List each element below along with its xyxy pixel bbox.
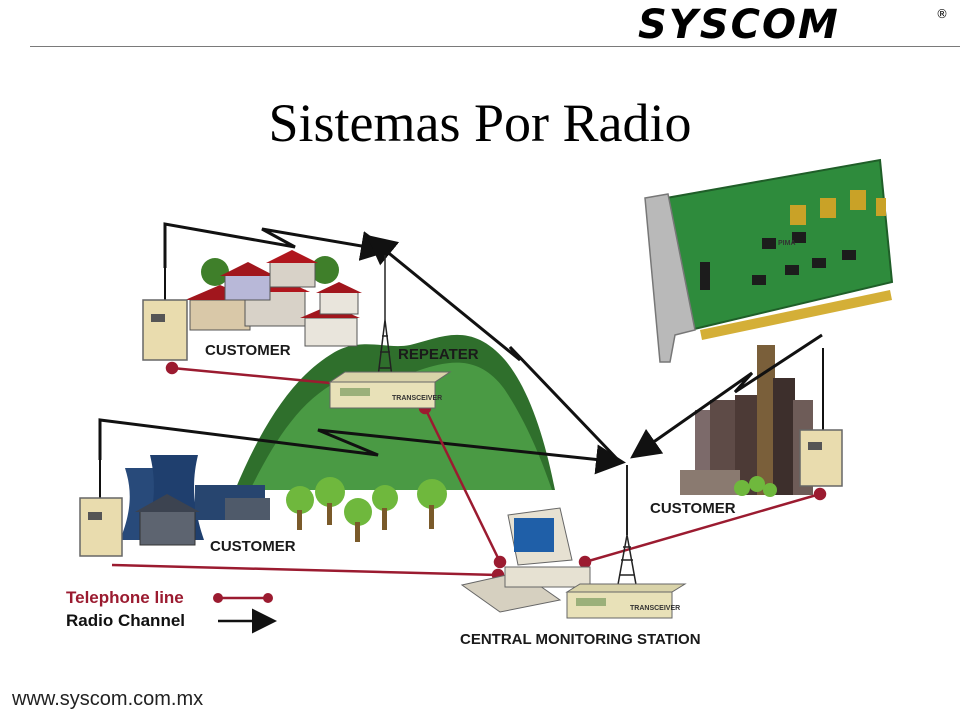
repeater-transceiver-label: TRANSCEIVER [392,395,442,402]
label-customer-residential: CUSTOMER [205,342,291,359]
customer-panel-city [799,429,843,487]
hill [235,334,555,490]
customer-panel-residential [142,225,188,361]
repeater-transceiver: TRANSCEIVER [328,371,452,409]
houses-illustration [185,250,362,347]
legend-telephone-line-label: Telephone line [66,588,184,607]
alarm-receiver-card: PIMA [644,158,894,363]
central-transceiver-label: TRANSCEIVER [630,605,680,612]
legend: Telephone line Radio Channel [66,588,277,634]
trees [286,477,447,542]
label-central-monitoring-station: CENTRAL MONITORING STATION [460,631,701,648]
syscom-logo: SYSCOM ® [638,2,948,44]
label-customer-industrial: CUSTOMER [210,538,296,555]
card-brand-label: PIMA [778,240,796,247]
footer-url: www.syscom.com.mx [12,688,204,710]
header-divider [30,46,960,47]
registered-mark: ® [936,7,948,21]
central-monitoring-station: TRANSCEIVER [460,465,687,619]
legend-radio-channel-label: Radio Channel [66,611,185,630]
label-repeater: REPEATER [398,346,479,363]
label-customer-city: CUSTOMER [650,500,736,517]
logo-text: SYSCOM [638,2,840,44]
power-plant-illustration [120,455,270,546]
repeater-tower [376,255,394,386]
city-skyline-illustration [680,345,813,497]
slide-title: Sistemas Por Radio [268,93,692,153]
customer-panel-industrial [79,420,123,557]
